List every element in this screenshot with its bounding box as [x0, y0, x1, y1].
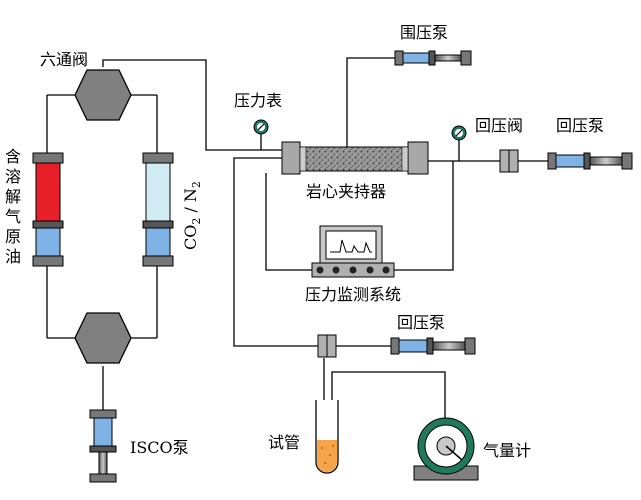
label-core-holder: 岩心夹持器	[306, 182, 386, 201]
label-co2-n2: CO2 / N2	[181, 181, 203, 250]
confining-pressure-pump[interactable]	[394, 50, 472, 66]
test-tube	[315, 400, 339, 474]
gas-vessel	[142, 152, 174, 267]
back-pressure-pump-top[interactable]	[547, 152, 633, 170]
svg-text:油: 油	[5, 247, 21, 266]
label-test-tube: 试管	[268, 433, 300, 452]
pressure-gauge-left	[253, 119, 269, 135]
outlet-valve[interactable]	[317, 334, 337, 358]
label-pressure-gauge: 压力表	[234, 91, 282, 110]
back-pressure-valve[interactable]	[499, 149, 519, 173]
label-back-pressure-pump-mid: 回压泵	[397, 313, 445, 332]
core-holder	[281, 141, 429, 175]
isco-pump[interactable]	[89, 409, 117, 483]
label-gas-bearing-oil: 含 溶 解 气 原 油	[5, 147, 21, 266]
label-isco-pump: ISCO泵	[130, 438, 189, 457]
svg-text:原: 原	[5, 227, 21, 246]
label-confining-pump: 围压泵	[400, 23, 448, 42]
gas-meter	[413, 417, 479, 481]
label-back-pressure-valve: 回压阀	[475, 116, 523, 135]
label-six-way-valve: 六通阀	[40, 50, 88, 69]
svg-text:溶: 溶	[5, 167, 21, 186]
back-pressure-pump-mid[interactable]	[390, 337, 476, 355]
svg-text:气: 气	[5, 207, 21, 226]
label-pressure-monitor: 压力监测系统	[305, 285, 401, 304]
six-way-valve-top[interactable]	[74, 69, 132, 121]
svg-text:含: 含	[5, 147, 21, 166]
label-gas-meter: 气量计	[483, 441, 531, 460]
piping-lines	[46, 57, 548, 438]
pressure-monitor	[311, 225, 395, 278]
pressure-gauge-right	[451, 125, 467, 141]
oil-vessel	[32, 152, 64, 267]
label-back-pressure-pump-top: 回压泵	[556, 116, 604, 135]
six-way-valve-bottom[interactable]	[74, 312, 132, 364]
svg-text:解: 解	[5, 187, 21, 206]
